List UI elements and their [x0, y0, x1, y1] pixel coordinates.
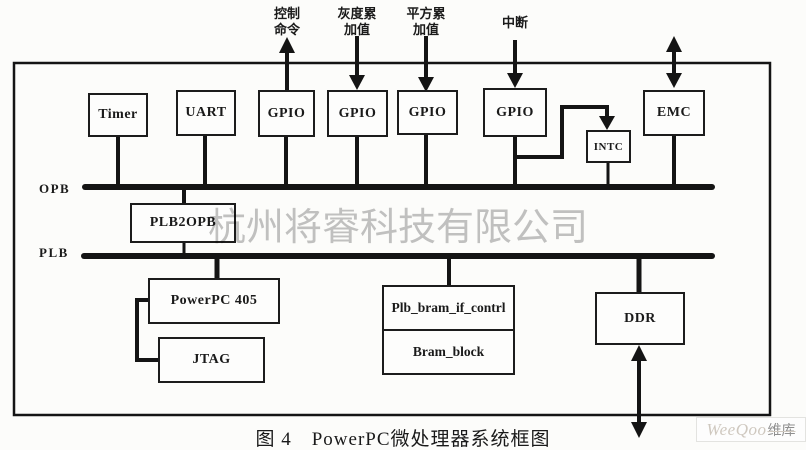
gpio4-block: GPIO: [483, 88, 547, 137]
control-arrowhead-up-icon: [279, 37, 295, 53]
uart-block: UART: [176, 90, 236, 136]
gpio3-block: GPIO: [397, 90, 458, 135]
label-control-command: 控制 命令: [273, 6, 300, 37]
figure-caption: 图 4 PowerPC微处理器系统框图: [255, 429, 551, 450]
graysum-arrowhead-down-icon: [349, 75, 365, 90]
bram-block: Bram_block: [412, 344, 485, 359]
emc-arrowhead-up-icon: [666, 36, 682, 52]
bram-stack-block: Plb_bram_if_contrl Bram_block: [382, 285, 515, 375]
emc-block: EMC: [643, 90, 705, 136]
gpio1-block: GPIO: [258, 90, 315, 137]
label-gray-sum: 灰度累 加值: [337, 6, 377, 37]
gpio2-block: GPIO: [327, 90, 388, 137]
powerpc-jtag-wire: [135, 298, 159, 362]
opb-bus-label: OPB: [39, 181, 71, 196]
system-frame: [12, 61, 772, 417]
ddr-arrowhead-up-icon: [631, 345, 647, 361]
company-watermark: 杭州将睿科技有限公司: [208, 207, 589, 249]
intc-block: INTC: [586, 130, 631, 163]
squaresum-arrowhead-down-icon: [418, 77, 434, 92]
weeqoo-suffix: 维库: [767, 423, 796, 439]
emc-arrowhead-down-icon: [666, 73, 682, 88]
timer-block: Timer: [88, 93, 148, 137]
label-interrupt: 中断: [501, 15, 528, 30]
label-square-sum: 平方累 加值: [406, 6, 446, 37]
intc-arrowhead-down-icon: [599, 116, 615, 130]
plb-bram-if-contrl-block: Plb_bram_if_contrl: [384, 287, 513, 331]
plb2opb-bridge-block: PLB2OPB: [130, 203, 236, 243]
gpio4-intc-wire: [515, 105, 609, 159]
plb-bus-label: PLB: [39, 245, 69, 260]
ddr-block: DDR: [595, 292, 685, 345]
ddr-arrowhead-down-icon: [631, 422, 647, 438]
interrupt-arrowhead-down-icon: [507, 73, 523, 88]
weeqoo-badge: WeeQoo 维库: [696, 417, 806, 442]
jtag-block: JTAG: [158, 337, 265, 383]
powerpc405-block: PowerPC 405: [148, 278, 280, 324]
weeqoo-logo: WeeQoo: [706, 419, 767, 439]
